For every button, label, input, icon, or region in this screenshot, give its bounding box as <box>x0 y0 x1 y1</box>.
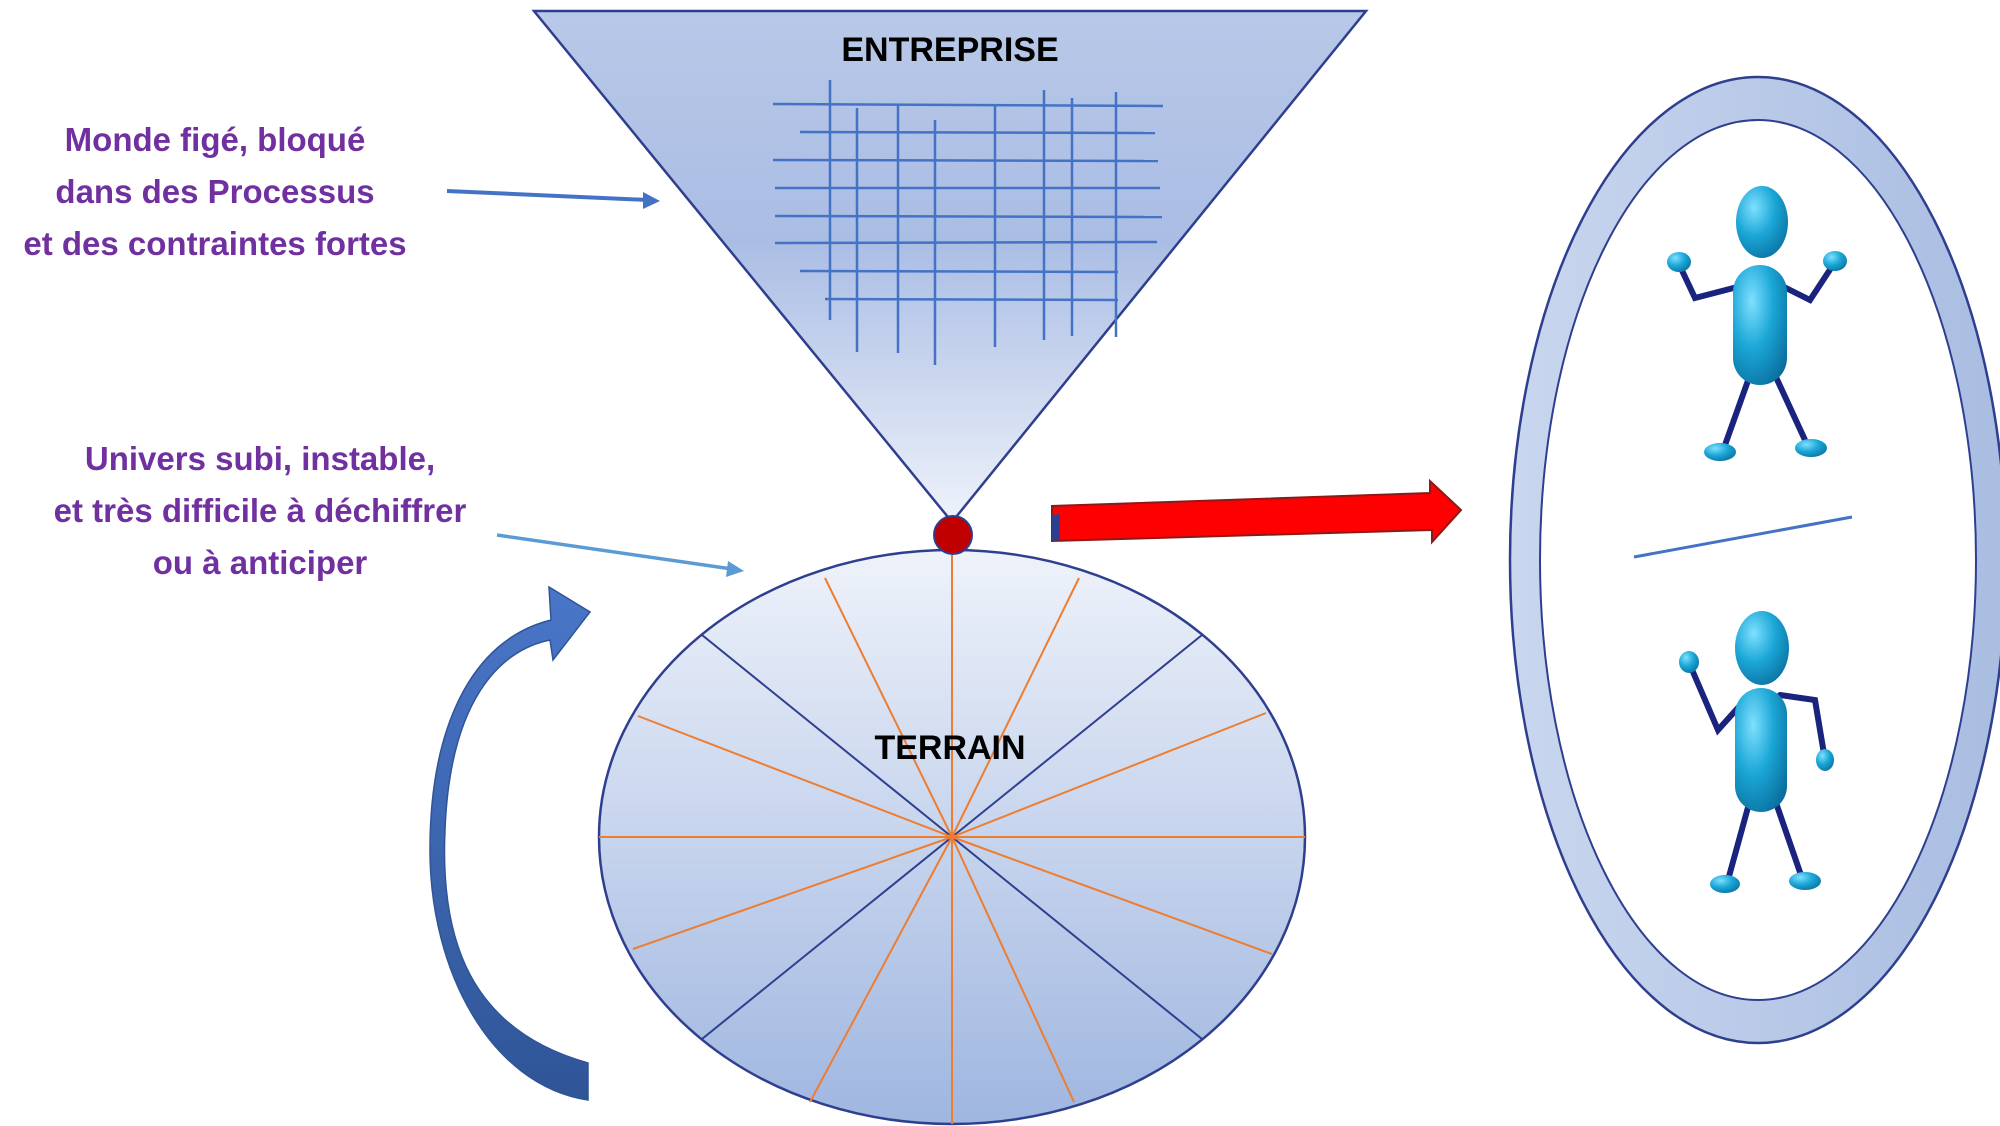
person-figure-icon <box>1667 186 1847 461</box>
univers-caption: Univers subi, instable, et très difficil… <box>20 433 500 589</box>
monde-line-2: dans des Processus <box>55 173 375 210</box>
pointer-arrows <box>446 189 744 577</box>
person-figure-icon <box>1679 611 1834 893</box>
univers-line-2: et très difficile à déchiffrer <box>53 492 467 529</box>
univers-line-3: ou à anticiper <box>152 544 368 581</box>
terrain-label: TERRAIN <box>874 729 1026 767</box>
right-arrow-icon <box>1051 478 1463 545</box>
univers-line-1: Univers subi, instable, <box>84 440 436 477</box>
entreprise-label: ENTREPRISE <box>841 31 1059 69</box>
monde-line-3: et des contraintes fortes <box>23 225 407 262</box>
frame-divider <box>1633 515 1853 559</box>
entreprise-funnel <box>531 9 1369 524</box>
terrain-spokes <box>599 550 1305 1124</box>
monde-caption: Monde figé, bloqué dans des Processus et… <box>0 114 430 270</box>
curved-arrow-icon <box>429 585 592 1101</box>
people-frame <box>1508 75 2000 1045</box>
junction-dot <box>933 515 973 555</box>
process-grid <box>772 80 1164 365</box>
monde-line-1: Monde figé, bloqué <box>64 121 366 158</box>
